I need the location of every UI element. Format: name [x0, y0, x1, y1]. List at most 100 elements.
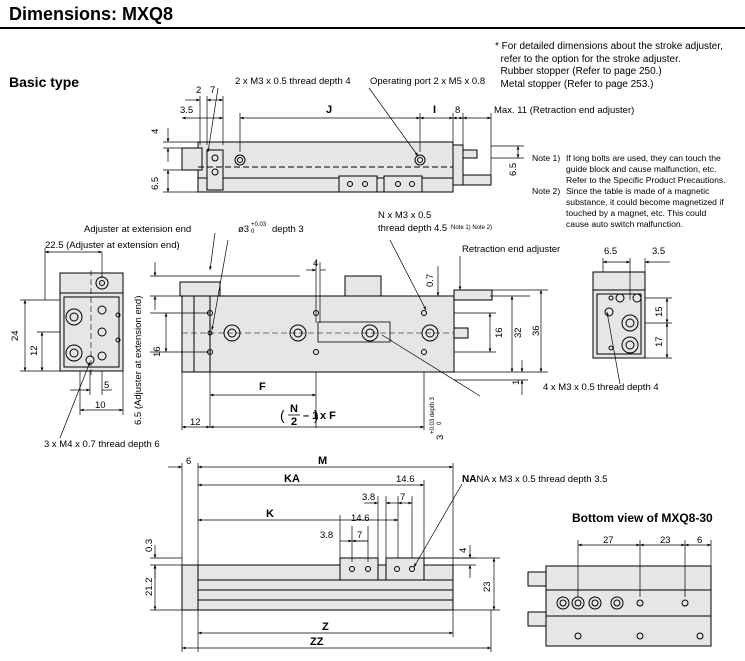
dim-2: 2	[196, 85, 201, 96]
formula-2: 2	[291, 416, 297, 428]
stroke-adjuster-note: * For detailed dimensions about the stro…	[495, 41, 723, 90]
adjuster-extension-label: Adjuster at extension end	[84, 224, 191, 235]
dim-Z: Z	[322, 621, 329, 633]
phi3-tolerance-zero: 0	[251, 229, 255, 235]
depth-3-value: 3	[435, 435, 446, 440]
max-11-label: Max. 11 (Retraction end adjuster)	[494, 105, 634, 116]
dim-10: 10	[95, 400, 106, 411]
dim-KA: KA	[284, 473, 300, 485]
dim-36: 36	[531, 325, 542, 336]
dim-14-6-upper: 14.6	[396, 474, 415, 485]
formula-n: N	[290, 403, 298, 415]
formula-minus: – 1	[303, 410, 318, 422]
adjuster-22-5-label: 22.5 (Adjuster at extension end)	[45, 240, 180, 251]
middle-plan-dimensions	[150, 239, 548, 430]
dim-16-right: 16	[494, 327, 505, 338]
thread-2xm3-label: 2 x M3 x 0.5 thread depth 4	[235, 76, 351, 87]
retraction-adjuster-label: Retraction end adjuster	[462, 244, 560, 255]
section-basic-type: Basic type	[9, 74, 80, 90]
note-2-text: Since the table is made of a magnetic su…	[566, 186, 724, 229]
left-end-view	[59, 270, 124, 375]
top-view-labels: 2 7 3.5 J I 8 Max. 11 (Retraction end ad…	[150, 76, 634, 190]
dim-ZZ: ZZ	[310, 636, 324, 648]
dim-17: 17	[654, 336, 665, 347]
dim-4-bottom: 4	[458, 548, 469, 553]
dim-M: M	[318, 455, 327, 467]
section-bottom-view: Bottom view of MXQ8-30	[572, 511, 713, 525]
dim-6-5-rv: 6.5	[604, 246, 617, 257]
dim-F: F	[259, 381, 266, 393]
bottom-view-mxq8-30	[527, 565, 712, 647]
right-view-dimensions	[602, 258, 672, 385]
dim-32: 32	[513, 327, 524, 338]
dim-4-top: 4	[150, 129, 161, 134]
dim-4-mid: 4	[313, 258, 318, 269]
note-1-text: If long bolts are used, they can touch t…	[566, 153, 726, 185]
header-rule	[0, 27, 745, 29]
formula-open-paren: (	[280, 407, 285, 423]
n-m3-note: Note 1) Note 2)	[451, 225, 492, 231]
dim-5: 5	[104, 380, 109, 391]
phi3-depth: depth 3	[272, 224, 304, 235]
dim-I: I	[433, 104, 436, 116]
depth-3-tolerance: +0.03 depth 3	[430, 396, 436, 434]
dim-7-upper: 7	[400, 492, 405, 503]
dim-23-side: 23	[482, 581, 493, 592]
dim-14-6-lower: 14.6	[351, 513, 370, 524]
dim-0-3: 0.3	[144, 539, 155, 552]
thread-3xm4-label: 3 x M4 x 0.7 thread depth 6	[44, 439, 160, 450]
dim-0-7: 0.7	[425, 274, 436, 287]
dim-8: 8	[455, 105, 460, 116]
bottom-view-labels: 27 23 6	[603, 535, 702, 546]
page-title: Dimensions: MXQ8	[9, 4, 174, 24]
top-side-view	[181, 141, 492, 193]
middle-plan-labels: ø3 +0.03 0 depth 3 N x M3 x 0.5 thread d…	[152, 210, 560, 440]
middle-plan-view	[179, 275, 493, 373]
n-m3-label: N x M3 x 0.5	[378, 210, 431, 221]
dim-6-5-right: 6.5	[508, 163, 519, 176]
bottom-side-view	[181, 557, 454, 611]
dim-7-lower: 7	[357, 530, 362, 541]
operating-port-label: Operating port 2 x M5 x 0.8	[370, 76, 485, 87]
dim-12: 12	[29, 345, 40, 356]
dim-7: 7	[210, 85, 215, 96]
dim-J: J	[326, 104, 332, 116]
n-m3-depth: thread depth 4.5	[378, 223, 447, 234]
bottom-view-dimensions	[577, 540, 712, 597]
left-view-labels: Adjuster at extension end 22.5 (Adjuster…	[10, 224, 191, 450]
right-end-view	[592, 271, 646, 359]
top-view-dimensions	[163, 87, 524, 193]
thread-4xm3-label: 4 x M3 x 0.5 thread depth 4	[543, 382, 659, 393]
dim-12-bottom: 12	[190, 417, 201, 428]
dim-3-5: 3.5	[180, 105, 193, 116]
note-2-label: Note 2)	[532, 186, 561, 196]
dim-3-8-upper: 3.8	[362, 492, 375, 503]
dim-K: K	[266, 508, 274, 520]
na-m3-text: NA x M3 x 0.5 thread depth 3.5	[476, 474, 607, 485]
note-1-label: Note 1)	[532, 153, 561, 163]
dim-3-8-lower: 3.8	[320, 530, 333, 541]
page-header: Dimensions: MXQ8	[0, 0, 745, 30]
dim-27: 27	[603, 535, 614, 546]
formula-close-paren: )	[314, 407, 319, 423]
phi3-label: ø3	[238, 224, 249, 235]
dim-1: 1	[511, 380, 522, 385]
adjuster-extension-vertical: 6.5 (Adjuster at extension end)	[133, 296, 144, 425]
dim-6-bottom-view: 6	[697, 535, 702, 546]
na-m3-label: NANA x M3 x 0.5 thread depth 3.5	[462, 474, 607, 485]
dim-6-bottom: 6	[186, 456, 191, 467]
dim-23-bottom: 23	[660, 535, 671, 546]
right-view-labels: 6.5 3.5 15 17 4 x M3 x 0.5 thread depth …	[543, 246, 665, 393]
bottom-side-dimensions	[150, 463, 500, 652]
left-view-dimensions	[20, 232, 216, 439]
dim-3-5-rv: 3.5	[652, 246, 665, 257]
dim-24: 24	[10, 330, 21, 341]
formula-f: x F	[320, 410, 336, 422]
depth-3-tolerance-zero: 0	[437, 421, 443, 425]
phi3-tolerance: +0.03	[251, 222, 267, 228]
dim-16-left: 16	[152, 346, 163, 357]
dim-15: 15	[654, 306, 665, 317]
bottom-side-labels: 6 M KA 14.6 3.8 7 K 14.6 3.8 7 NANA x M3…	[144, 455, 607, 648]
dim-21-2: 21.2	[144, 578, 155, 597]
